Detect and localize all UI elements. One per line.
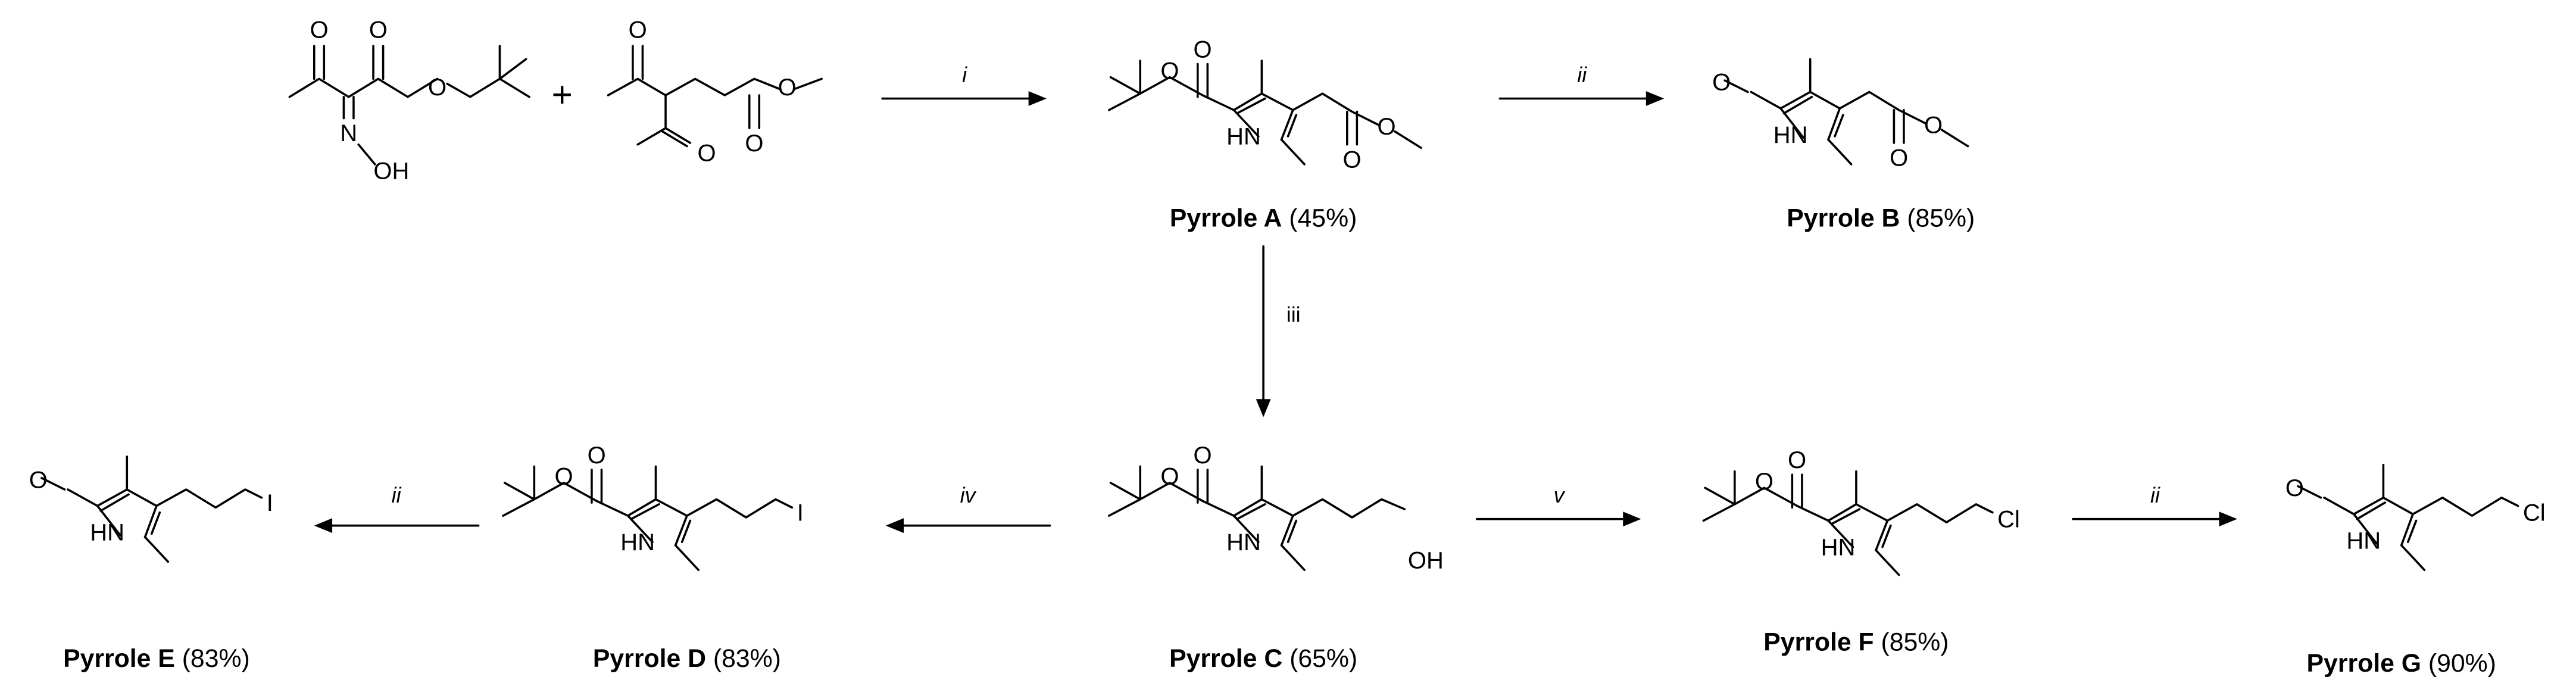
oxygen-atom: O (1160, 464, 1179, 490)
chlorine-atom: Cl (1997, 506, 2020, 532)
arrow-i: i (881, 63, 1047, 106)
oxygen-atom: O (588, 442, 606, 469)
oxygen-atom: O (428, 74, 446, 101)
oxygen-atom: O (1788, 447, 1806, 473)
compound-name: Pyrrole B (1787, 204, 1900, 233)
pyrrole-d-label: Pyrrole D (83%) (593, 644, 781, 673)
pyrrole-nh-label: HN (90, 520, 124, 546)
condition-label: ii (392, 484, 402, 507)
compound-name: Pyrrole E (63, 644, 175, 673)
arrow-v: v (1475, 484, 1641, 527)
pyrrole-a-label: Pyrrole A (45%) (1170, 204, 1357, 233)
arrowhead-icon (1028, 91, 1047, 106)
condition-label: ii (2150, 484, 2160, 507)
oxygen-atom: O (629, 17, 647, 43)
oxygen-atom: O (369, 17, 388, 43)
oxygen-atom: O (1712, 70, 1731, 96)
arrow-iv: iv (885, 484, 1051, 534)
oxygen-atom: O (1160, 58, 1179, 84)
reactant-diketone-ester: O O O O (607, 17, 823, 166)
compound-yield: (65%) (1289, 644, 1357, 673)
pyrrole-b-structure: O HN O O (1712, 58, 1969, 171)
pyrrole-g-structure: O HN Cl (2285, 463, 2546, 571)
pyrrole-f-structure: O O HN Cl (1702, 447, 2020, 576)
oxygen-atom: O (1755, 469, 1773, 495)
oxygen-atom: O (1194, 37, 1212, 63)
compound-yield: (85%) (1881, 628, 1949, 656)
compound-yield: (45%) (1289, 204, 1357, 233)
plus-sign: + (552, 74, 573, 114)
arrow-ii-left: ii (314, 484, 480, 534)
pyrrole-g-label: Pyrrole G (90%) (2307, 649, 2496, 678)
pyrrole-nh-label: HN (2346, 528, 2381, 554)
iodine-atom: I (797, 500, 804, 526)
hydroxyl-label: OH (1408, 547, 1444, 573)
oxygen-atom: O (1890, 145, 1908, 171)
pyrrole-nh-label: HN (620, 529, 655, 556)
oxygen-atom: O (778, 74, 797, 101)
arrowhead-icon (2219, 511, 2237, 527)
oxygen-atom: O (2285, 475, 2304, 501)
arrow-ii-right: ii (2072, 484, 2237, 527)
arrowhead-icon (1623, 511, 1641, 527)
pyrrole-d-structure: O O HN I (502, 442, 804, 571)
pyrrole-b-label: Pyrrole B (85%) (1787, 204, 1975, 233)
oxygen-atom: O (745, 130, 763, 157)
arrowhead-icon (314, 518, 333, 534)
pyrrole-c-structure: O O HN OH (1108, 442, 1444, 573)
iodine-atom: I (267, 490, 273, 516)
compound-yield: (83%) (182, 644, 250, 673)
pyrrole-nh-label: HN (1773, 122, 1808, 148)
compound-name: Pyrrole G (2307, 649, 2421, 678)
condition-label: i (962, 63, 967, 87)
reactant-oxime-ketoester: O O O N OH (288, 17, 530, 185)
arrowhead-icon (885, 518, 904, 534)
pyrrole-nh-label: HN (1821, 534, 1856, 560)
arrow-iii: iii (1256, 245, 1301, 417)
oxygen-atom: O (1343, 146, 1362, 173)
arrow-ii-top: ii (1498, 63, 1665, 106)
oxygen-atom: O (310, 17, 328, 43)
oxygen-atom: O (697, 140, 716, 166)
compound-name: Pyrrole F (1763, 628, 1874, 656)
pyrrole-a-structure: O O HN O O (1108, 37, 1422, 173)
nitrogen-atom: N (340, 120, 357, 146)
chlorine-atom: Cl (2523, 500, 2546, 526)
hydroxyl-label: OH (373, 158, 409, 185)
oxygen-atom: O (554, 464, 573, 490)
oxygen-atom: O (1194, 442, 1212, 469)
compound-yield: (90%) (2428, 649, 2496, 678)
compound-yield: (85%) (1907, 204, 1975, 233)
compound-name: Pyrrole A (1170, 204, 1282, 233)
pyrrole-e-structure: O HN I (29, 456, 273, 563)
compound-name: Pyrrole C (1169, 644, 1282, 673)
pyrrole-c-label: Pyrrole C (65%) (1169, 644, 1357, 673)
compound-name: Pyrrole D (593, 644, 706, 673)
oxygen-atom: O (1377, 114, 1395, 140)
arrowhead-icon (1645, 91, 1665, 106)
oxygen-atom: O (29, 467, 48, 493)
condition-label: iii (1287, 303, 1301, 327)
arrowhead-icon (1256, 399, 1271, 417)
pyrrole-nh-label: HN (1226, 124, 1261, 150)
condition-label: v (1554, 484, 1566, 507)
condition-label: ii (1577, 63, 1587, 87)
oxygen-atom: O (1924, 112, 1943, 138)
condition-label: iv (960, 484, 977, 507)
pyrrole-e-label: Pyrrole E (83%) (63, 644, 250, 673)
pyrrole-f-label: Pyrrole F (85%) (1763, 628, 1949, 656)
pyrrole-nh-label: HN (1226, 529, 1261, 556)
compound-yield: (83%) (713, 644, 781, 673)
